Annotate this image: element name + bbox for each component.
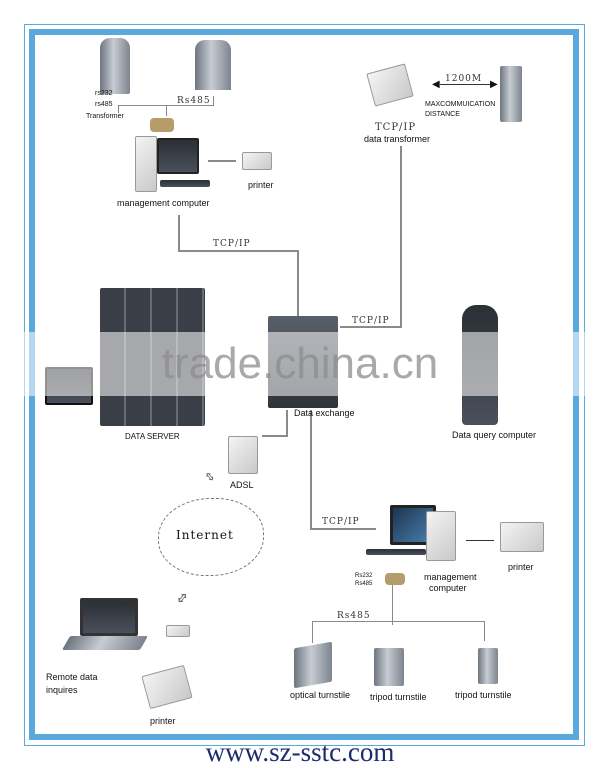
rs485-label: Rs485 — [177, 96, 211, 106]
remote-label: Remote data — [46, 672, 98, 682]
tcpip-label: TCP/IP — [375, 122, 417, 133]
keyboard-image — [366, 549, 426, 555]
connector — [312, 621, 313, 643]
data-query-label: Data query computer — [452, 430, 537, 440]
connector — [178, 215, 180, 251]
turnstile-image — [195, 40, 231, 90]
converter-image — [385, 573, 405, 585]
pc-tower-image — [426, 511, 456, 561]
arrow-right-icon: ▶ — [490, 79, 498, 90]
pc-tower-image — [135, 136, 157, 192]
monitor-image — [157, 138, 199, 174]
connector — [310, 528, 376, 530]
printer-label: printer — [248, 180, 274, 190]
printer-image — [242, 152, 272, 170]
tripod-turnstile-label: tripod turnstile — [370, 692, 427, 702]
rs232-label: Rs232 — [355, 573, 373, 579]
printer-label: printer — [150, 716, 176, 726]
adsl-label: ADSL — [230, 480, 254, 490]
connector — [466, 540, 494, 541]
connector — [340, 326, 402, 328]
connector — [166, 106, 167, 116]
connector — [213, 96, 214, 106]
data-exchange-label: Data exchange — [294, 408, 355, 418]
turnstile-image — [100, 38, 130, 94]
rs485-label: rs485 — [95, 101, 113, 108]
watermark: trade.china.cn — [0, 332, 600, 396]
keyboard-image — [160, 180, 210, 187]
rs485-bus-top — [118, 105, 214, 106]
distance-label: 1200M — [445, 74, 483, 84]
internet-label: Internet — [176, 528, 234, 542]
connector — [286, 410, 288, 436]
tripod-turnstile-image — [500, 66, 522, 122]
tripod-turnstile-image — [478, 648, 498, 684]
connector — [400, 146, 402, 326]
adsl-modem-image — [228, 436, 258, 474]
network-card-image — [166, 625, 190, 637]
tcpip-label: TCP/IP — [322, 517, 360, 527]
converter-image — [150, 118, 174, 132]
remote-label: inquires — [46, 685, 78, 695]
data-server-label: DATA SERVER — [125, 432, 180, 441]
management-computer-label: management computer — [117, 198, 210, 208]
footer-url: www.sz-sstc.com — [205, 737, 395, 767]
connector — [118, 106, 119, 113]
connector — [484, 621, 485, 641]
transformer-label: Transformer — [86, 113, 124, 120]
max-distance-label: DISTANCE — [425, 111, 460, 118]
tripod-turnstile-image — [374, 648, 404, 686]
connector — [262, 435, 288, 437]
rs485-label: Rs485 — [337, 611, 371, 621]
connector — [297, 250, 299, 316]
laptop-base-image — [61, 636, 149, 650]
connector — [178, 250, 298, 252]
rs485-bus-bottom — [312, 621, 485, 622]
internet-cloud — [158, 498, 264, 576]
max-distance-label: MAXCOMMUICATION — [425, 101, 496, 108]
tcpip-label: TCP/IP — [213, 239, 251, 249]
connector — [392, 585, 393, 625]
tcpip-label: TCP/IP — [352, 316, 390, 326]
printer-label: printer — [508, 562, 534, 572]
rs232-label: rs232 — [95, 90, 113, 97]
laptop-screen-image — [80, 598, 138, 636]
connector — [310, 410, 312, 530]
connector — [208, 160, 236, 162]
tripod-turnstile-label: tripod turnstile — [455, 690, 512, 700]
management-computer-label: computer — [429, 583, 467, 593]
optical-turnstile-image — [294, 641, 332, 689]
arrow-left-icon: ◀ — [432, 79, 440, 90]
data-transformer-label: data transformer — [364, 134, 431, 144]
management-computer-label: management — [424, 572, 477, 582]
distance-arrow — [440, 84, 496, 85]
optical-turnstile-label: optical turnstile — [290, 690, 351, 700]
printer-image — [500, 522, 544, 552]
rs485-label: Rs485 — [355, 581, 373, 587]
